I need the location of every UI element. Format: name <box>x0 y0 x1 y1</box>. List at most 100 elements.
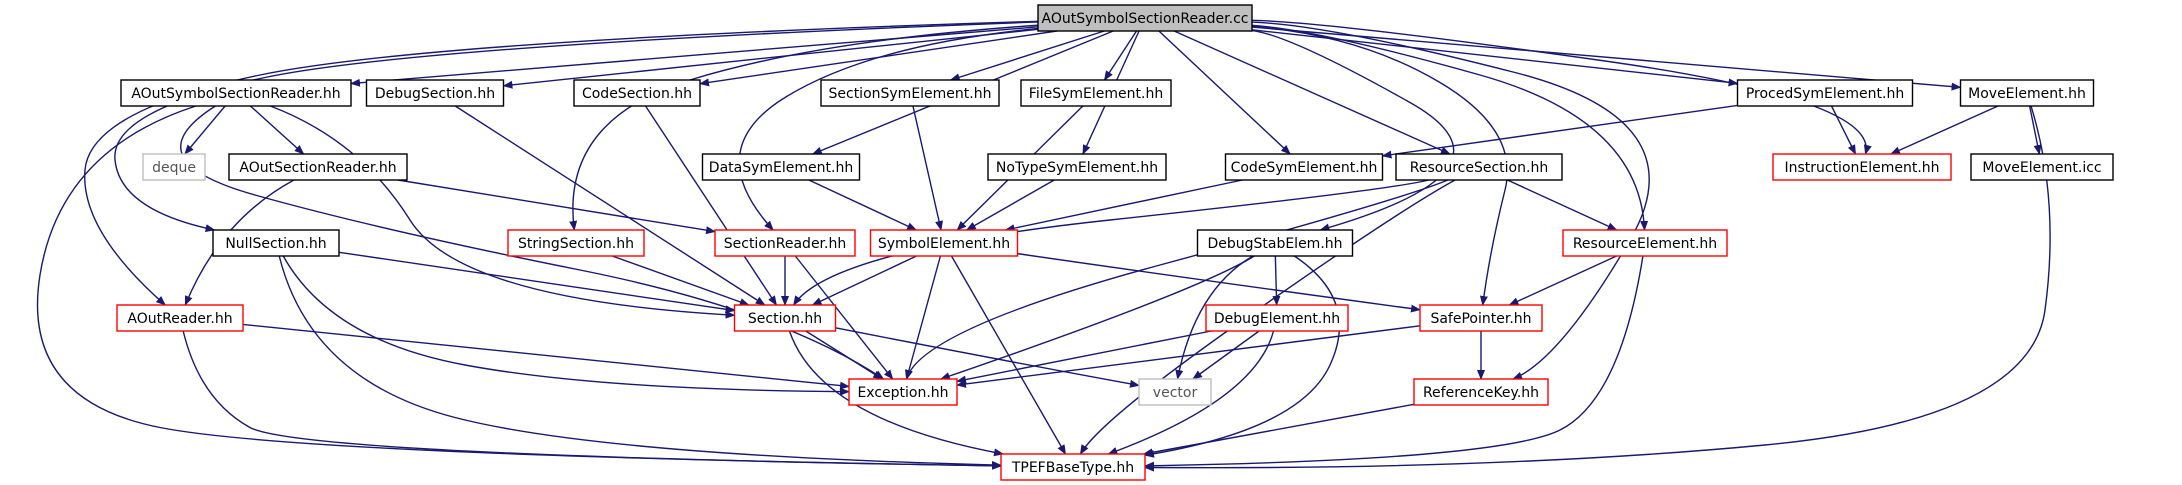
edge-root-to-resourcesection <box>1173 30 1451 155</box>
node-codesection[interactable]: CodeSection.hh <box>573 79 701 107</box>
edge-aoutsectionreader-to-sectionreader <box>397 179 716 235</box>
node-label-nullsection: NullSection.hh <box>225 236 326 252</box>
node-box-resourcesection <box>1395 153 1563 181</box>
node-root[interactable]: AOutSymbolSectionReader.cc <box>1037 4 1253 32</box>
node-label-sectionreader: SectionReader.hh <box>724 236 846 252</box>
edge-root-to-nullsection <box>114 21 1039 233</box>
node-instructionelement[interactable]: InstructionElement.hh <box>1772 153 1952 181</box>
node-aosr_hh[interactable]: AOutSymbolSectionReader.hh <box>120 79 352 107</box>
node-section[interactable]: Section.hh <box>733 304 837 332</box>
node-codesym[interactable]: CodeSymElement.hh <box>1224 153 1384 181</box>
node-aoutsectionreader[interactable]: AOutSectionReader.hh <box>228 153 408 181</box>
edge-root-to-stringsection <box>569 24 1039 231</box>
edge-sectionsym-to-symbolelement <box>912 105 943 231</box>
edge-root-to-sectionsym <box>949 30 1105 82</box>
edge-codesection-to-section <box>644 105 778 306</box>
node-box-deque <box>142 153 206 181</box>
node-box-stringsection <box>507 229 645 257</box>
node-label-procedsym: ProcedSymElement.hh <box>1746 86 1904 102</box>
edge-root-to-moveelement <box>1251 26 1962 91</box>
node-box-sectionreader <box>714 229 856 257</box>
edge-root-to-resourceelement <box>1251 24 1649 231</box>
edge-aosr_hh-to-aoutsectionreader <box>249 105 305 155</box>
node-symbolelement[interactable]: SymbolElement.hh <box>869 229 1019 257</box>
edge-root-to-referencekey <box>1251 21 1650 380</box>
node-box-exception <box>848 378 958 406</box>
edge-symbolelement-to-safepointer <box>1017 252 1421 313</box>
node-debugsection[interactable]: DebugSection.hh <box>365 79 505 107</box>
edge-root-to-debugsection <box>502 28 1039 89</box>
node-label-tpefbasetype: TPEFBaseType.hh <box>1011 460 1134 476</box>
edge-section-to-vector <box>835 327 1140 388</box>
edge-referencekey-to-tpefbasetype <box>1142 403 1415 457</box>
node-box-tpefbasetype <box>1000 453 1146 481</box>
node-sectionsym[interactable]: SectionSymElement.hh <box>820 79 1000 107</box>
edge-debugstab-to-vector <box>1175 255 1254 380</box>
node-safepointer[interactable]: SafePointer.hh <box>1419 304 1543 332</box>
node-box-aoutsectionreader <box>228 153 408 181</box>
edge-moveelement-to-tpefbasetype <box>1144 105 2051 472</box>
edge-resourcesection-to-section <box>793 179 1429 306</box>
edge-codesym-to-symbolelement <box>1004 179 1243 233</box>
node-aoutreader[interactable]: AOutReader.hh <box>116 304 244 332</box>
node-moveelement_icc[interactable]: MoveElement.icc <box>1970 153 2114 181</box>
node-label-aoutsectionreader: AOutSectionReader.hh <box>239 160 396 176</box>
edge-symbolelement-to-section <box>811 255 917 306</box>
node-box-debugstab <box>1196 229 1354 257</box>
edge-nullsection-to-section <box>338 251 736 314</box>
edge-moveelement-to-moveelement_icc <box>2028 105 2042 155</box>
edge-debugsection-to-section <box>454 105 766 306</box>
node-box-debugsection <box>365 79 505 107</box>
node-debugstab[interactable]: DebugStabElem.hh <box>1196 229 1354 257</box>
node-nullsection[interactable]: NullSection.hh <box>212 229 340 257</box>
node-box-resourceelement <box>1562 229 1728 257</box>
node-deque[interactable]: deque <box>142 153 206 181</box>
node-box-moveelement_icc <box>1970 153 2114 181</box>
node-filesym[interactable]: FileSymElement.hh <box>1020 79 1172 107</box>
node-box-filesym <box>1020 79 1172 107</box>
node-vector[interactable]: vector <box>1138 378 1212 406</box>
edge-aoutreader-to-tpefbasetype <box>182 330 1002 470</box>
node-stringsection[interactable]: StringSection.hh <box>507 229 645 257</box>
node-box-notypesym <box>987 153 1167 181</box>
node-resourceelement[interactable]: ResourceElement.hh <box>1562 229 1728 257</box>
node-box-sectionsym <box>820 79 1000 107</box>
node-label-filesym: FileSymElement.hh <box>1029 86 1163 102</box>
node-notypesym[interactable]: NoTypeSymElement.hh <box>987 153 1167 181</box>
node-exception[interactable]: Exception.hh <box>848 378 958 406</box>
node-box-codesection <box>573 79 701 107</box>
node-debugelement[interactable]: DebugElement.hh <box>1205 304 1349 332</box>
edge-resourcesection-to-resourceelement <box>1507 179 1618 231</box>
node-resourcesection[interactable]: ResourceSection.hh <box>1395 153 1563 181</box>
node-tpefbasetype[interactable]: TPEFBaseType.hh <box>1000 453 1146 481</box>
node-sectionreader[interactable]: SectionReader.hh <box>714 229 856 257</box>
edge-root-to-debugstab <box>1251 29 1455 232</box>
edge-root-to-aosr_hh <box>350 26 1039 87</box>
node-box-instructionelement <box>1772 153 1952 181</box>
node-label-resourcesection: ResourceSection.hh <box>1410 160 1548 176</box>
edge-root-to-aoutreader <box>84 20 1039 306</box>
node-box-procedsym <box>1736 79 1914 107</box>
edge-notypesym-to-symbolelement <box>965 179 1055 231</box>
edge-root-to-safepointer <box>1251 25 1509 306</box>
node-referencekey[interactable]: ReferenceKey.hh <box>1413 378 1549 406</box>
node-box-referencekey <box>1413 378 1549 406</box>
edge-debugelement-to-vector <box>1192 330 1260 380</box>
node-moveelement[interactable]: MoveElement.hh <box>1959 79 2095 107</box>
node-procedsym[interactable]: ProcedSymElement.hh <box>1736 79 1914 107</box>
node-box-section <box>733 304 837 332</box>
node-box-nullsection <box>212 229 340 257</box>
node-label-symbolelement: SymbolElement.hh <box>878 236 1010 252</box>
node-label-notypesym: NoTypeSymElement.hh <box>996 160 1158 176</box>
node-label-sectionsym: SectionSymElement.hh <box>829 86 992 102</box>
edge-resourceelement-to-tpefbasetype <box>1144 255 1644 470</box>
edge-resourceelement-to-safepointer <box>1508 255 1617 306</box>
edge-root-to-filesym <box>1103 30 1138 81</box>
node-label-debugstab: DebugStabElem.hh <box>1207 236 1342 252</box>
edge-aosr_hh-to-deque <box>184 105 226 155</box>
edge-moveelement-to-instructionelement <box>1890 105 1999 155</box>
node-datasym[interactable]: DataSymElement.hh <box>701 153 861 181</box>
edge-nullsection-to-tpefbasetype <box>278 255 1002 469</box>
node-label-exception: Exception.hh <box>857 385 948 401</box>
